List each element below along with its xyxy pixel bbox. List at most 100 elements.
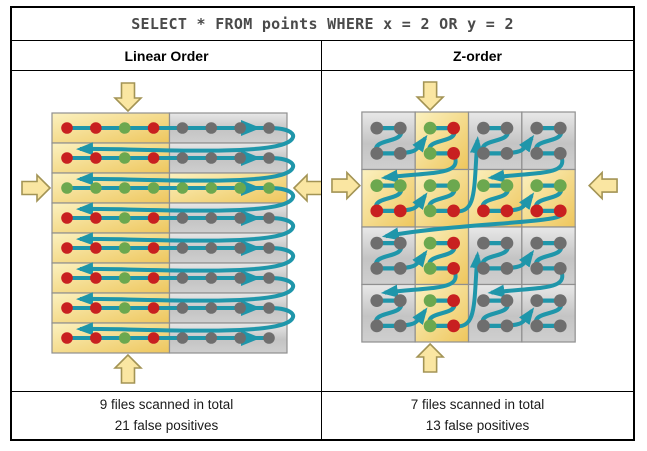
point-dot (530, 294, 544, 307)
block-arrow-up-icon (415, 342, 446, 373)
point-dot (118, 182, 131, 194)
point-dot (423, 262, 437, 275)
point-dot (500, 121, 514, 135)
point-dot (447, 236, 460, 250)
block-arrow-left-icon (292, 173, 321, 203)
point-dot (553, 147, 567, 160)
point-dot (530, 262, 544, 275)
block-arrow-right-icon (21, 173, 52, 203)
point-dot (176, 182, 189, 194)
point-dot (176, 332, 189, 344)
point-dot (500, 319, 514, 333)
point-dot (234, 242, 246, 254)
linear-order-summary: 9 files scanned in total 21 false positi… (12, 391, 321, 439)
point-dot (61, 242, 73, 254)
point-dot (176, 242, 189, 254)
scan-jump-path (453, 251, 483, 329)
block-arrow-down-icon (113, 82, 143, 113)
sql-query-text: SELECT * FROM points WHERE x = 2 OR y = … (131, 15, 514, 33)
point-dot (447, 294, 460, 307)
point-dot (234, 122, 246, 134)
teal-arrowhead-icon (241, 330, 261, 346)
point-dot (553, 204, 567, 218)
comparison-table: SELECT * FROM points WHERE x = 2 OR y = … (10, 6, 635, 441)
point-dot (147, 302, 160, 314)
point-dot (61, 182, 73, 194)
point-dot (205, 302, 218, 314)
point-dot (205, 242, 218, 254)
point-dot (477, 204, 490, 218)
scan-jump-path (453, 136, 483, 214)
point-dot (477, 294, 490, 307)
point-dot (370, 204, 384, 218)
scan-return-path (76, 246, 296, 276)
point-dot (61, 152, 73, 164)
z-order-diagram (331, 81, 618, 373)
scan-return-path (76, 306, 296, 336)
teal-arrowhead-icon (241, 210, 261, 226)
point-dot (370, 179, 384, 192)
point-dot (118, 242, 131, 254)
panel-title-linear-order: Linear Order (12, 41, 321, 71)
block-arrow-up-icon (113, 353, 143, 384)
point-dot (61, 272, 73, 284)
point-dot (370, 319, 384, 333)
z-order-summary: 7 files scanned in total 13 false positi… (321, 391, 633, 439)
point-dot (393, 236, 407, 250)
point-dot (205, 332, 218, 344)
point-dot (447, 179, 460, 192)
linear-order-panel (12, 71, 321, 391)
point-dot (393, 204, 407, 218)
point-dot (393, 121, 407, 135)
point-dot (147, 332, 160, 344)
point-dot (423, 204, 437, 218)
point-dot (553, 262, 567, 275)
point-dot (447, 147, 460, 160)
point-dot (118, 302, 131, 314)
point-dot (118, 332, 131, 344)
point-dot (234, 212, 246, 224)
teal-arrowhead-icon (241, 180, 261, 196)
point-dot (234, 182, 246, 194)
point-dot (393, 179, 407, 192)
scan-return-path (76, 186, 296, 216)
block-arrow-left-icon (588, 170, 618, 201)
point-dot (90, 182, 102, 194)
point-dot (447, 319, 460, 333)
point-dot (447, 121, 460, 135)
point-dot (370, 294, 384, 307)
point-dot (423, 319, 437, 333)
point-dot (176, 302, 189, 314)
point-dot (176, 152, 189, 164)
teal-arrowhead-icon (241, 300, 261, 316)
point-dot (61, 302, 73, 314)
point-dot (118, 122, 131, 134)
point-dot (61, 212, 73, 224)
point-dot (423, 179, 437, 192)
point-dot (393, 262, 407, 275)
point-dot (90, 122, 102, 134)
point-dot (263, 212, 275, 224)
point-dot (90, 272, 102, 284)
point-dot (263, 182, 275, 194)
linear-order-diagram (21, 82, 321, 384)
scan-return-path (76, 276, 296, 306)
point-dot (370, 121, 384, 135)
scan-return-path (76, 216, 296, 246)
point-dot (530, 121, 544, 135)
point-dot (423, 121, 437, 135)
point-dot (234, 302, 246, 314)
block-arrow-right-icon (331, 170, 362, 201)
point-dot (370, 262, 384, 275)
point-dot (61, 122, 73, 134)
point-dot (393, 147, 407, 160)
point-dot (423, 147, 437, 160)
point-dot (500, 204, 514, 218)
point-dot (176, 122, 189, 134)
teal-arrowhead-icon (241, 150, 261, 166)
point-dot (477, 262, 490, 275)
files-scanned-text: 9 files scanned in total (99, 397, 234, 413)
teal-arrowhead-icon (241, 270, 261, 286)
point-dot (370, 147, 384, 160)
